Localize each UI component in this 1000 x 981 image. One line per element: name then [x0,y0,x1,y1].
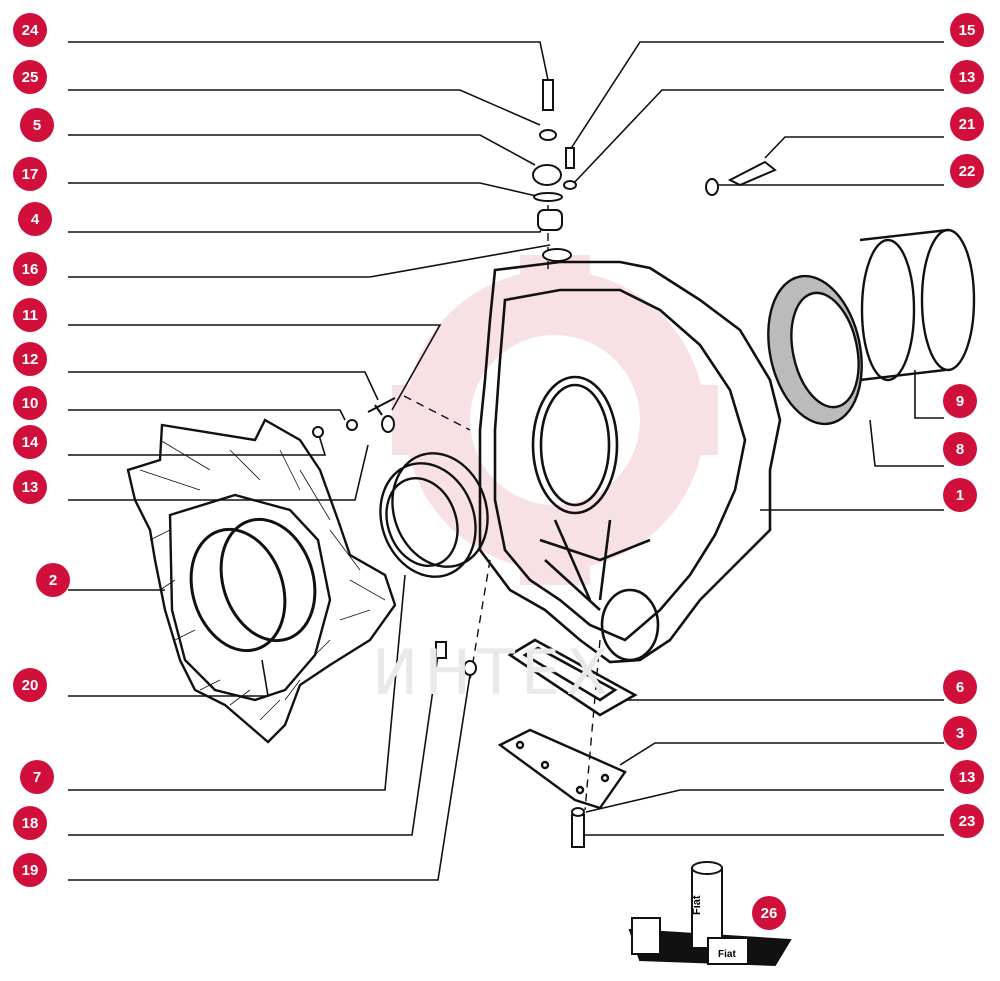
callout-22: 22 [950,154,984,188]
callout-12: 12 [13,342,47,376]
callout-18: 18 [13,806,47,840]
product-label-box: Fiat [718,949,736,960]
callout-13-left: 13 [13,470,47,504]
callout-9: 9 [943,384,977,418]
callout-7: 7 [20,760,54,794]
callout-1: 1 [943,478,977,512]
callout-19: 19 [13,853,47,887]
seal-ring-part-8 [767,274,863,426]
callout-11: 11 [13,298,47,332]
callout-24: 24 [13,13,47,47]
callout-13-right-bottom: 13 [950,760,984,794]
callout-21: 21 [950,107,984,141]
callout-13-right-top: 13 [950,60,984,94]
fasteners [312,79,777,848]
callout-4: 4 [18,202,52,236]
leader-lines [68,41,944,881]
housing-part-1 [478,260,782,664]
gasket-part-6 [507,638,638,717]
callout-10: 10 [13,386,47,420]
callout-17: 17 [13,157,47,191]
sealant-product-part-26 [628,861,792,967]
seal-part-7 [379,452,489,578]
callout-15: 15 [950,13,984,47]
callout-26: 26 [752,896,786,930]
callout-3: 3 [943,716,977,750]
watermark-gear-logo [392,255,718,585]
watermark-text: ИНТЕХ [372,636,615,709]
callout-2: 2 [36,563,70,597]
o-rings-part-20 [189,517,317,653]
callout-16: 16 [13,252,47,286]
callout-5: 5 [20,108,54,142]
callout-20: 20 [13,668,47,702]
product-label-tube: Fiat [691,895,703,915]
sleeve-part-9 [859,228,976,382]
callout-23: 23 [950,804,984,838]
gasket-part-2 [126,418,397,744]
callout-6: 6 [943,670,977,704]
cover-plate-part-3 [497,728,627,810]
callout-14: 14 [13,425,47,459]
callout-8: 8 [943,432,977,466]
callout-25: 25 [13,60,47,94]
